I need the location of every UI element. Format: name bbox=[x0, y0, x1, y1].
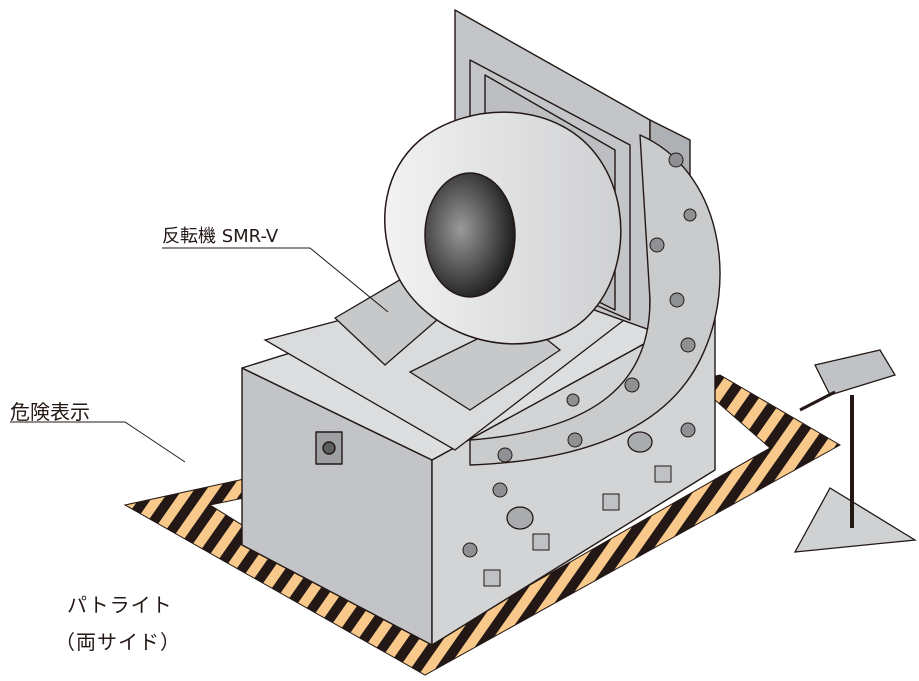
eye-bolt-icon bbox=[627, 431, 653, 453]
eye-bolt-icon bbox=[506, 506, 534, 530]
hex-bolt-icon bbox=[680, 337, 696, 353]
hex-bolt-icon bbox=[669, 292, 685, 308]
patlite-label: パトライト bbox=[67, 593, 173, 617]
hex-bolt-icon bbox=[497, 447, 513, 463]
patlite-label-sub: （両サイド） bbox=[55, 630, 181, 654]
steel-coil bbox=[384, 111, 622, 345]
hex-bolt-icon bbox=[567, 432, 583, 448]
leveling-feet bbox=[483, 465, 672, 587]
eye-bolts bbox=[506, 431, 653, 530]
hex-bolt-icon bbox=[566, 393, 580, 407]
hex-bolt-icon bbox=[683, 208, 697, 222]
hex-bolt-icon bbox=[680, 422, 696, 438]
leader-lines bbox=[10, 247, 389, 463]
hex-bolt-icon bbox=[624, 377, 640, 393]
bolt-group bbox=[462, 152, 697, 558]
hex-bolt-icon bbox=[649, 237, 665, 253]
hex-bolt-icon bbox=[492, 482, 508, 498]
patlite-stand bbox=[793, 349, 917, 553]
hex-bolt-icon bbox=[668, 152, 684, 168]
hex-bolt-icon bbox=[462, 542, 478, 558]
rotating-disc bbox=[469, 134, 721, 466]
tripod-stand-icon bbox=[793, 487, 917, 553]
warning-sign-label: 危険表示 bbox=[10, 400, 90, 424]
machine-label: 反転機 SMR-V bbox=[162, 226, 279, 247]
coil-bore bbox=[424, 172, 516, 298]
